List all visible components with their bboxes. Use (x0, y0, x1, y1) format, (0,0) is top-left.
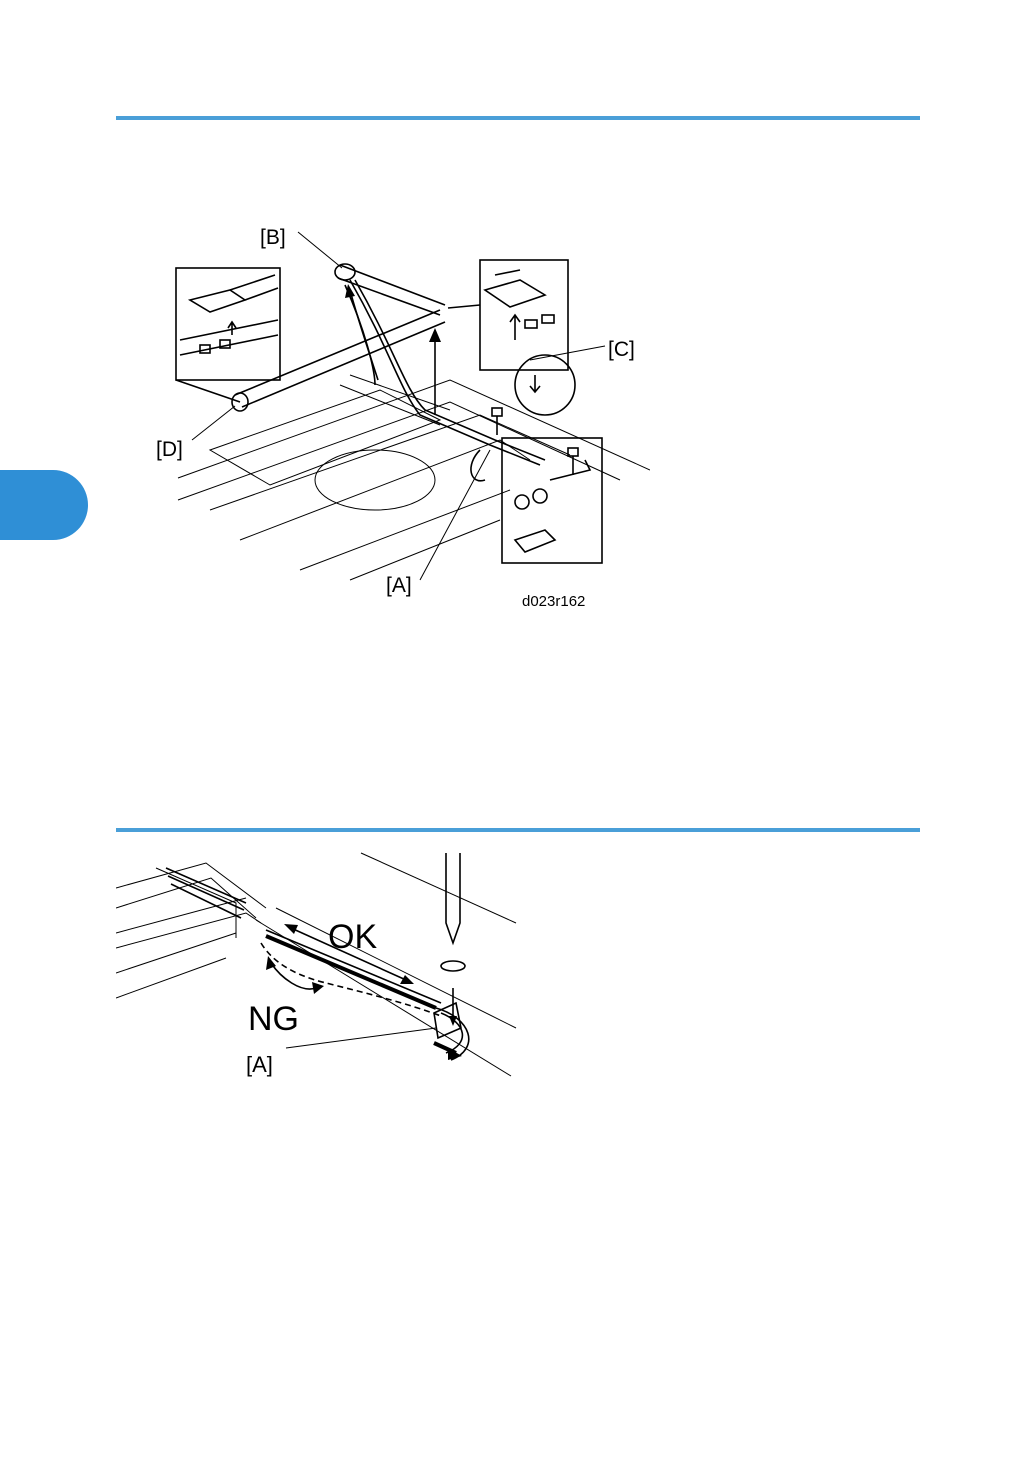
lift-arrows (345, 284, 441, 415)
inset-cable-clamp (502, 438, 602, 563)
figure-code: d023r162 (522, 593, 585, 610)
ng-label: NG (248, 1000, 299, 1038)
section-rule (116, 828, 920, 832)
leader-d (192, 406, 235, 440)
callout-a: [A] (386, 574, 412, 597)
leader-b (298, 232, 342, 268)
leader-a2 (286, 1028, 436, 1048)
callout-c: [C] (608, 338, 635, 361)
leader-a (420, 450, 490, 580)
callout-b: [B] (260, 226, 286, 249)
figure-cable-routing-drawing: OK NG [A] (116, 848, 526, 1083)
top-rule (116, 116, 920, 120)
figure-cable-routing: OK NG [A] (116, 848, 526, 1083)
ok-label: OK (328, 918, 377, 956)
callout-d: [D] (156, 438, 183, 461)
inset-connector-clamp-left (176, 268, 280, 402)
chapter-tab (0, 470, 88, 540)
inset-connector-clamp-right (448, 260, 575, 415)
figure-harness-removal: [B] [C] [D] [A] d023r162 (150, 210, 650, 610)
screwdriver-icon (441, 853, 465, 1026)
figure-harness-removal-drawing: [B] [C] [D] [A] d023r162 (150, 210, 650, 610)
callout-a2: [A] (246, 1052, 273, 1077)
cable-bundle (166, 868, 469, 1060)
